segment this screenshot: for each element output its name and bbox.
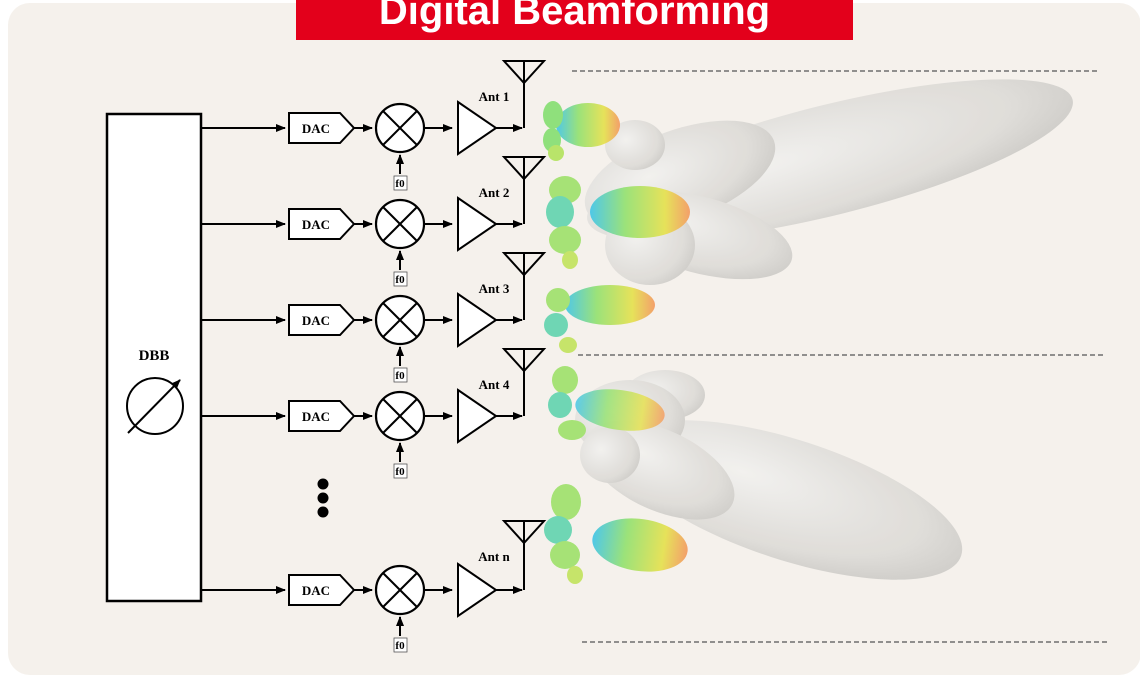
antenna-lobe-2 <box>546 176 690 269</box>
dac-label: DAC <box>302 409 330 424</box>
lo-label: f0 <box>395 466 405 478</box>
rf-chain-1: DAC f0 Ant 1 <box>201 60 547 191</box>
dac-label: DAC <box>302 313 330 328</box>
dbb-label: DBB <box>139 348 170 364</box>
amplifier-icon <box>457 196 498 252</box>
dac-label: DAC <box>302 583 330 598</box>
amplifier-icon <box>457 292 498 348</box>
dbb-block: DBB <box>105 112 203 603</box>
dac-label: DAC <box>302 217 330 232</box>
dac-label: DAC <box>302 121 330 136</box>
antenna-label: Ant 4 <box>479 377 510 392</box>
dac-block <box>288 574 356 606</box>
lo-box <box>393 637 408 653</box>
rf-chain-5: DAC f0 Ant n <box>201 520 547 653</box>
lo-label: f0 <box>395 640 405 652</box>
lo-label: f0 <box>395 274 405 286</box>
antenna-lobe-n <box>544 484 688 584</box>
phase-shifter-icon <box>126 377 184 435</box>
antenna-label: Ant 1 <box>479 89 510 104</box>
antenna-lobe-3 <box>544 285 655 353</box>
dac-block <box>288 208 356 240</box>
continuation-dots <box>317 478 329 518</box>
beam-pattern-upper <box>584 79 1073 285</box>
dac-block <box>288 400 356 432</box>
title-banner: Digital Beamforming <box>296 0 853 40</box>
lo-label: f0 <box>395 178 405 190</box>
lo-box <box>393 175 408 191</box>
antenna-label: Ant 3 <box>479 281 510 296</box>
dac-block <box>288 304 356 336</box>
beam-pattern-lower <box>575 370 963 580</box>
dac-block <box>288 112 356 144</box>
antenna-label: Ant 2 <box>479 185 510 200</box>
amplifier-icon <box>457 100 498 156</box>
lo-label: f0 <box>395 370 405 382</box>
antenna-label: Ant n <box>478 549 510 564</box>
amplifier-icon <box>457 388 498 444</box>
lo-box <box>393 271 408 287</box>
antenna-lobe-4 <box>548 366 665 440</box>
antenna-lobe-1 <box>543 101 620 161</box>
lo-box <box>393 367 408 383</box>
lo-box <box>393 463 408 479</box>
amplifier-icon <box>457 562 498 618</box>
